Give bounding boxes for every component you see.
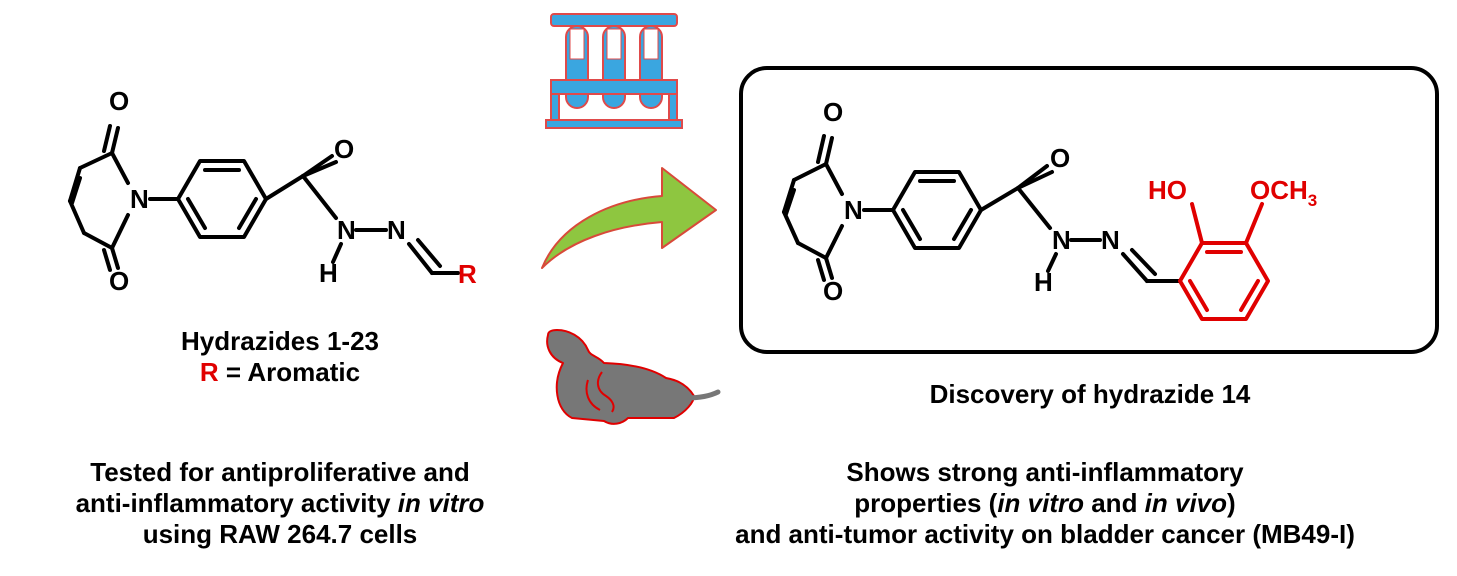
r-letter: R: [199, 357, 219, 387]
bond: [824, 136, 834, 166]
guaiacol-ring: [1178, 202, 1270, 321]
left-desc-line2-text: anti-inflammatory activity: [75, 488, 398, 518]
atom-h-amide: H: [319, 258, 338, 288]
benzene-ring: [891, 170, 983, 250]
curved-arrow-icon: [541, 167, 717, 269]
bond: [792, 162, 828, 182]
methoxy-text: OCH: [1250, 175, 1308, 205]
atom-h-amide: H: [1034, 267, 1053, 297]
series-label: Hydrazides 1-23: [181, 326, 379, 356]
mouse-icon: [546, 329, 721, 425]
bond: [1046, 252, 1058, 273]
atom-r-group: R: [458, 259, 477, 289]
atom-o-carbonyl: O: [334, 134, 354, 164]
bond: [824, 256, 834, 280]
bond: [824, 162, 844, 196]
bond-double: [301, 154, 334, 178]
atom-o-top: O: [109, 86, 129, 116]
bond-double: [816, 134, 826, 164]
test-tubes-icon: [545, 13, 683, 129]
right-desc-line1: Shows strong anti-inflammatory: [846, 457, 1244, 487]
left-atom-labels: O O N O N H N R: [109, 86, 477, 296]
right-desc-line3: and anti-tumor activity on bladder cance…: [735, 519, 1355, 549]
atom-n-imine: N: [1101, 225, 1120, 255]
left-desc-line1: Tested for antiproliferative and: [90, 457, 470, 487]
bond-double: [102, 124, 112, 153]
bond: [110, 151, 130, 185]
bond: [82, 231, 114, 250]
bond-double: [901, 208, 922, 241]
atom-n-amide: N: [337, 215, 356, 245]
atom-n-ring: N: [130, 184, 149, 214]
bond: [110, 213, 130, 250]
atom-o-bottom: O: [823, 276, 843, 306]
r-definition-text: = Aromatic: [218, 357, 361, 387]
left-desc-line3: using RAW 264.7 cells: [142, 519, 418, 549]
right-desc-line2: properties (in vitro and in vivo): [645, 488, 1445, 519]
bond-double: [70, 176, 82, 205]
bond-double: [784, 188, 796, 216]
left-description: Tested for antiproliferative and anti-in…: [0, 457, 560, 550]
right-desc-line2-b: and: [1084, 488, 1145, 518]
right-desc-line2-italic1: in vitro: [997, 488, 1084, 518]
bond: [782, 178, 796, 214]
bond-double: [1188, 279, 1209, 312]
right-molecule: [782, 134, 1182, 283]
bond-double: [416, 238, 442, 268]
bond: [68, 166, 82, 203]
left-compound-caption: Hydrazides 1-23 R = Aromatic: [130, 326, 430, 388]
highlight-box: [739, 66, 1439, 354]
left-molecule: [68, 124, 460, 275]
left-desc-line2: anti-inflammatory activity in vitro: [0, 488, 560, 519]
bond-double: [1016, 164, 1049, 190]
bond-double: [816, 258, 826, 282]
bond: [824, 224, 844, 260]
bond: [796, 241, 828, 260]
right-desc-line2-italic2: in vivo: [1144, 488, 1228, 518]
left-desc-line2-italic: in vitro: [397, 488, 485, 518]
bond: [782, 210, 800, 245]
atom-o-carbonyl: O: [1050, 143, 1070, 173]
atom-methoxy: OCH3: [1250, 175, 1317, 210]
r-definition: R = Aromatic: [130, 357, 430, 388]
bond: [301, 174, 338, 220]
bond: [264, 174, 305, 201]
aromatic-ring: [1178, 241, 1270, 321]
bond: [78, 151, 114, 170]
bond-double: [952, 208, 973, 241]
atom-n-ring: N: [844, 195, 863, 225]
bond-double: [186, 197, 207, 230]
bond: [979, 186, 1020, 212]
bond-oh: [1190, 202, 1204, 245]
bond: [1016, 186, 1052, 230]
atom-n-imine: N: [387, 215, 406, 245]
bond-double: [237, 197, 258, 230]
bond-ome: [1244, 202, 1264, 245]
bond: [331, 242, 343, 264]
atom-n-amide: N: [1052, 225, 1071, 255]
bond: [110, 126, 120, 155]
right-desc-line2-c: ): [1227, 488, 1236, 518]
right-compound-caption: Discovery of hydrazide 14: [929, 379, 1251, 409]
methoxy-subscript: 3: [1308, 191, 1317, 210]
atom-hydroxy: HO: [1148, 175, 1187, 205]
atom-o-bottom: O: [109, 266, 129, 296]
bond-double: [1130, 248, 1157, 276]
right-desc-line2-a: properties (: [854, 488, 998, 518]
benzene-ring: [176, 159, 268, 239]
bond-double: [102, 248, 112, 272]
bond: [407, 242, 434, 275]
bond: [110, 246, 120, 270]
right-atom-labels: O O N O N H N HO OCH3: [823, 97, 1317, 306]
bond: [68, 199, 86, 235]
bond-double: [1239, 279, 1260, 312]
bond: [1121, 252, 1149, 283]
atom-o-top: O: [823, 97, 843, 127]
right-description: Shows strong anti-inflammatory propertie…: [645, 457, 1445, 550]
